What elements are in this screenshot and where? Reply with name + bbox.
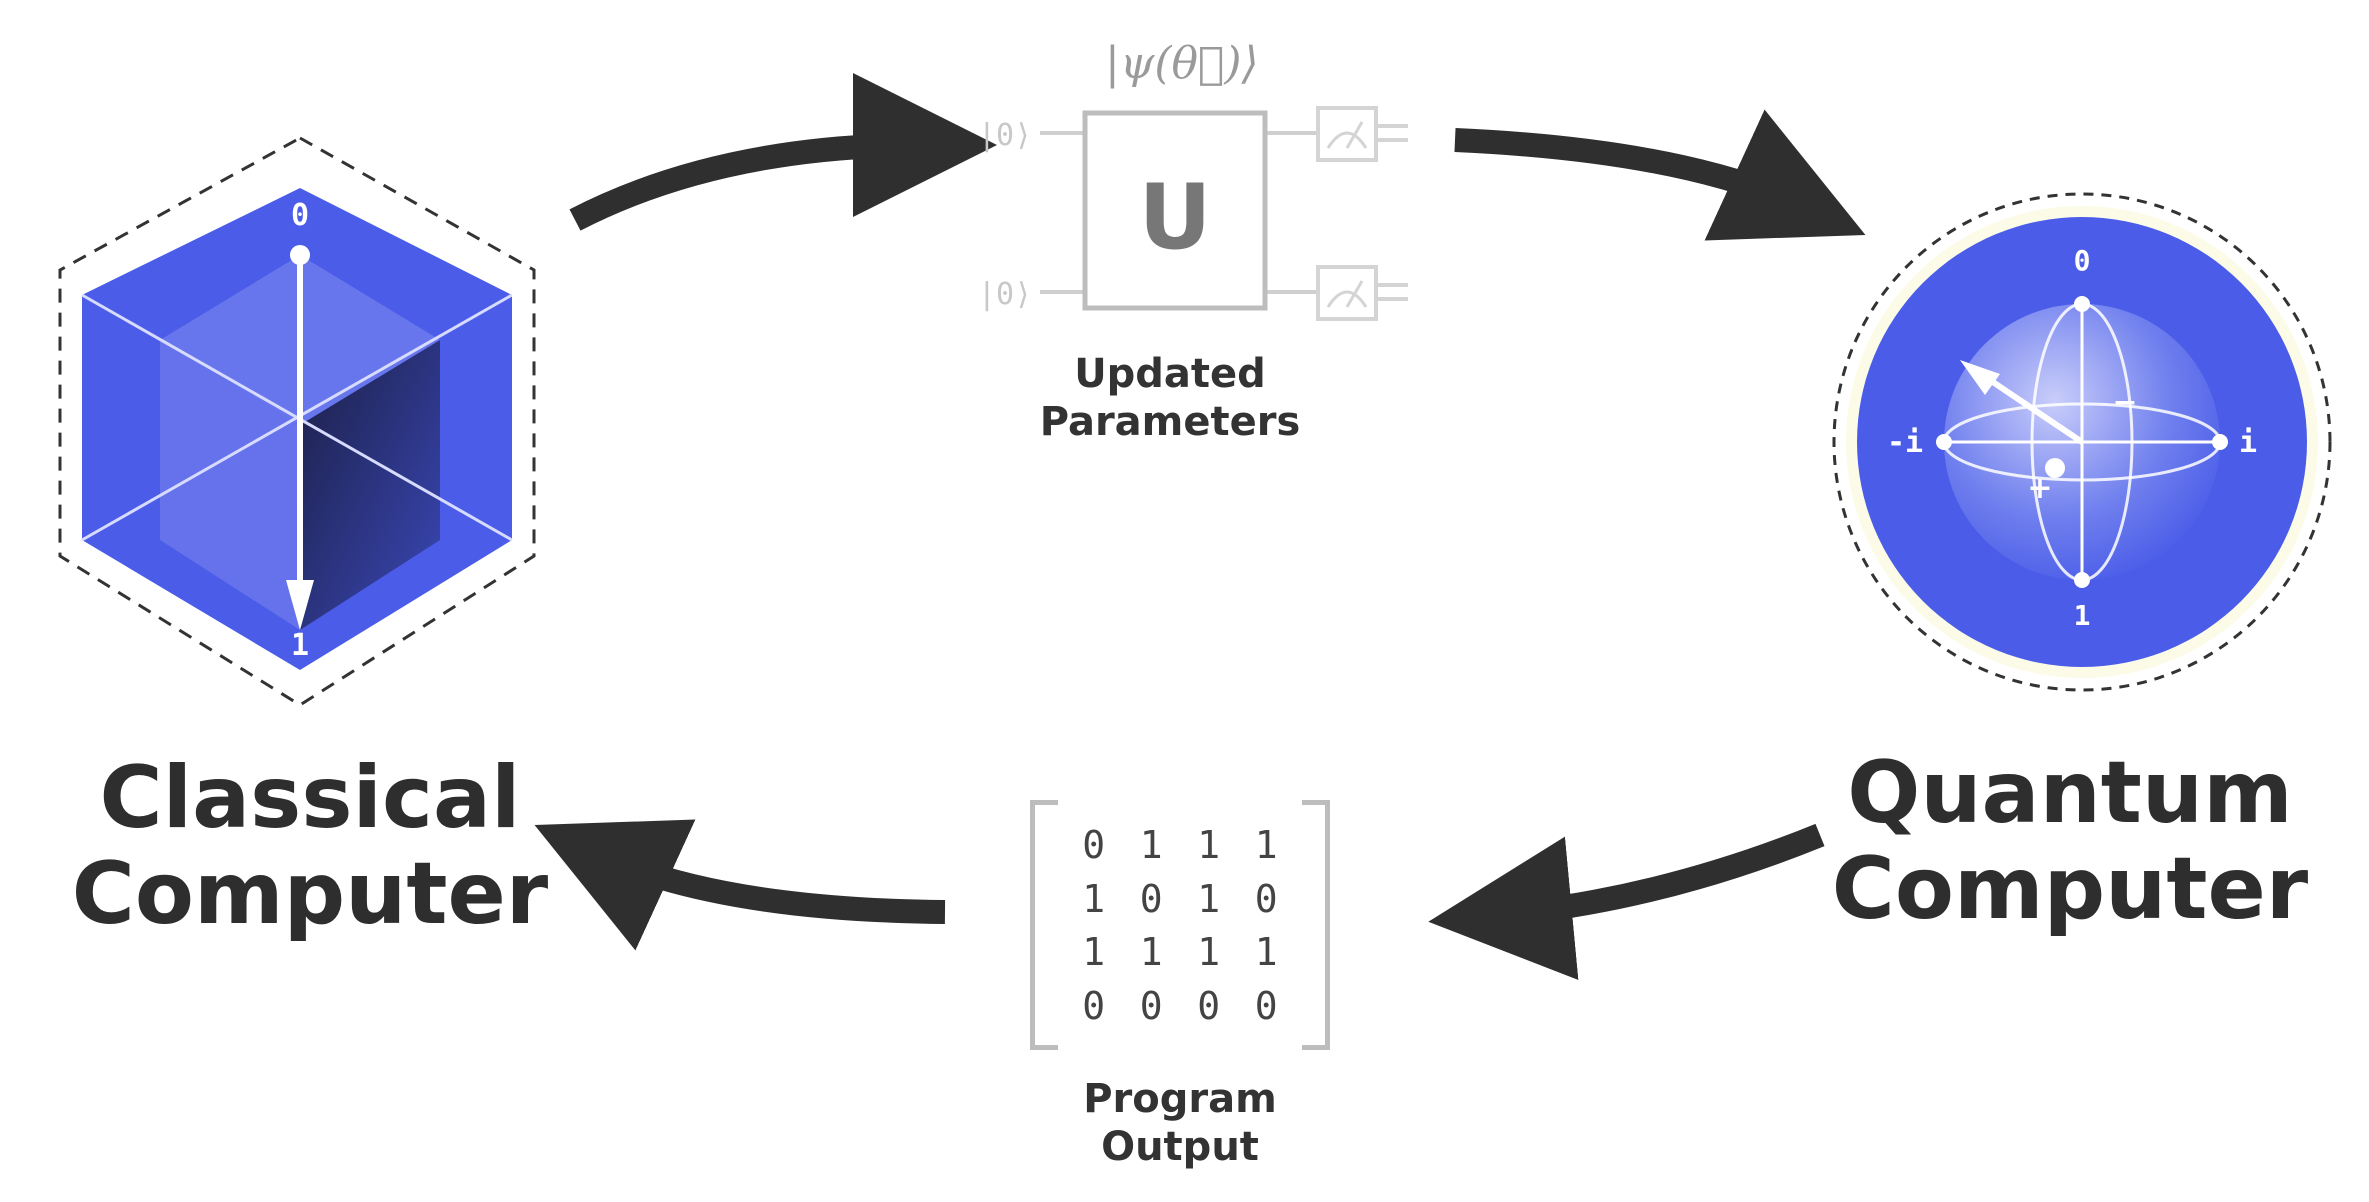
matrix-cell: 0	[1139, 876, 1163, 921]
measure-top-icon	[1316, 106, 1378, 162]
gate-label: U	[1138, 165, 1211, 270]
matrix-cell: 1	[1139, 822, 1163, 867]
arrow-classical-to-circuit	[569, 73, 997, 231]
classical-hexagon-icon	[58, 136, 536, 707]
bloch-minus-label: −	[2112, 385, 2137, 420]
program-output-caption: Program Output	[1020, 1075, 1340, 1171]
bloch-right-label: i	[2239, 425, 2257, 460]
matrix-cell: 0	[1082, 822, 1106, 867]
title-line: Computer	[1831, 839, 2309, 940]
unitary-gate-box	[1082, 110, 1268, 311]
classical-bottom-state: 1	[291, 628, 309, 663]
caption-line: Program	[1083, 1076, 1277, 1122]
quantum-circuit	[1040, 106, 1408, 321]
caption-line: Parameters	[1039, 399, 1301, 445]
matrix-cell: 0	[1197, 984, 1221, 1029]
title-line: Computer	[71, 844, 549, 945]
arrow-output-to-classical	[534, 819, 946, 951]
matrix-cell: 0	[1139, 984, 1163, 1029]
title-line: Quantum	[1847, 743, 2293, 843]
bloch-top-label: 0	[2074, 244, 2091, 277]
matrix-cell: 0	[1254, 876, 1278, 921]
caption-line: Updated	[1074, 351, 1266, 397]
matrix-cell: 0	[1082, 984, 1106, 1029]
updated-parameters-caption: Updated Parameters	[1010, 350, 1330, 446]
matrix-cell: 1	[1197, 876, 1221, 921]
matrix-cell: 1	[1254, 930, 1278, 975]
matrix-cell: 1	[1082, 876, 1106, 921]
circuit-input-top: |0⟩	[978, 118, 1032, 153]
bloch-left-label: -i	[1887, 425, 1923, 460]
measure-bottom-icon	[1316, 265, 1378, 321]
matrix-cell: 0	[1254, 984, 1278, 1029]
parameterized-state-label: |ψ(θ⃗)⟩	[1105, 38, 1259, 89]
circuit-input-bottom: |0⟩	[978, 277, 1032, 312]
matrix-left-bracket	[1030, 800, 1058, 1050]
title-line: Classical	[99, 748, 521, 848]
matrix-cell: 1	[1139, 930, 1163, 975]
bloch-plus-label: +	[2027, 471, 2052, 506]
bloch-sphere-icon	[1832, 192, 2332, 692]
matrix-cell: 1	[1197, 822, 1221, 867]
arrow-circuit-to-quantum	[1454, 109, 1866, 241]
classical-computer-title: Classical Computer	[40, 750, 580, 943]
quantum-computer-title: Quantum Computer	[1800, 745, 2340, 938]
matrix-cell: 1	[1082, 930, 1106, 975]
matrix-cell: 1	[1254, 822, 1278, 867]
bloch-bottom-label: 1	[2074, 599, 2091, 632]
arrow-quantum-to-output	[1428, 823, 1825, 980]
matrix-cell: 1	[1197, 930, 1221, 975]
caption-line: Output	[1101, 1124, 1259, 1170]
matrix-right-bracket	[1302, 800, 1330, 1050]
classical-top-state: 0	[291, 198, 309, 233]
